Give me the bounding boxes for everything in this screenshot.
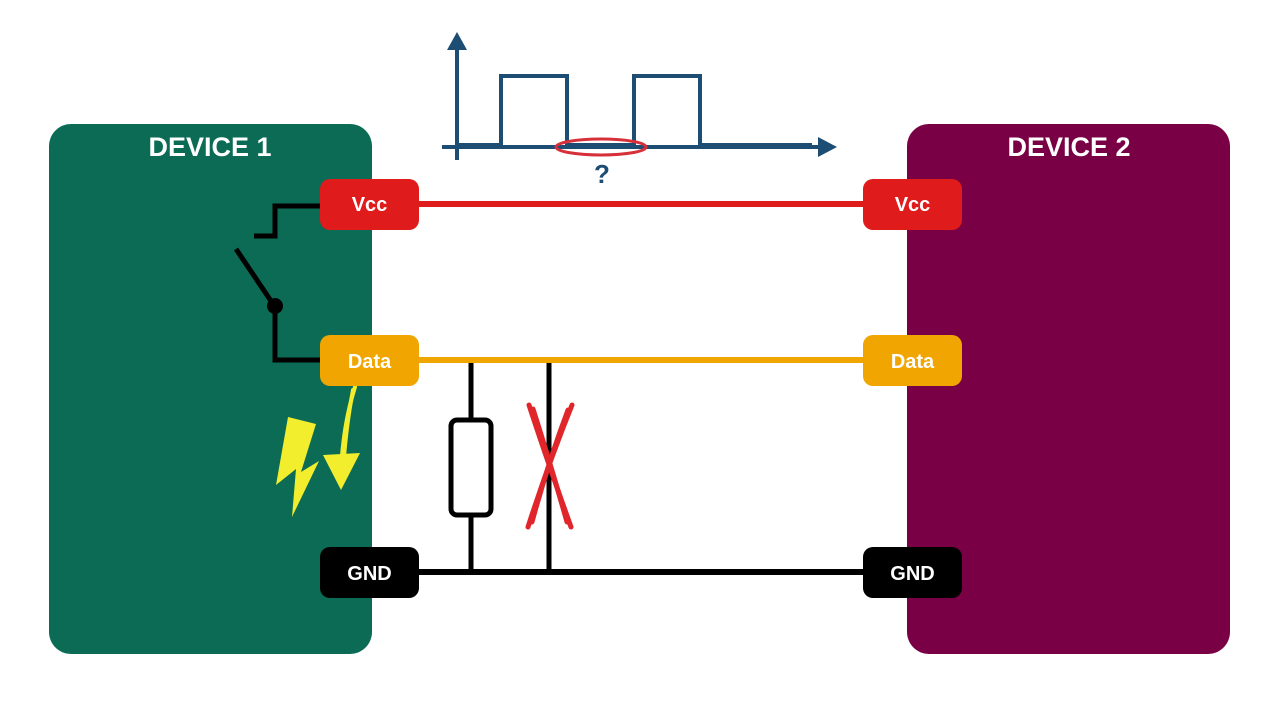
square-wave xyxy=(457,74,812,147)
lightning-icon xyxy=(276,417,319,517)
device-2-gnd-pin: GND xyxy=(863,547,962,598)
vcc-pin-label: Vcc xyxy=(895,194,931,216)
vcc-pin-label: Vcc xyxy=(352,194,388,216)
signal-plot: ? xyxy=(442,32,837,189)
device-2-vcc-pin: Vcc xyxy=(863,179,962,230)
device-1-vcc-pin: Vcc xyxy=(320,179,419,230)
resistor-icon xyxy=(448,363,494,572)
device-2-title: DEVICE 2 xyxy=(1007,132,1130,162)
cross-icon xyxy=(525,402,575,530)
device-1-title: DEVICE 1 xyxy=(148,132,271,162)
device-2-box xyxy=(907,124,1230,654)
device-1-box xyxy=(49,124,372,654)
gnd-pin-label: GND xyxy=(347,563,391,585)
data-pin-label: Data xyxy=(891,351,935,373)
gnd-pin-label: GND xyxy=(890,563,934,585)
undefined-state-highlight xyxy=(554,137,648,157)
switch-pivot xyxy=(267,298,283,314)
device-1-data-pin: Data xyxy=(320,335,419,386)
question-mark: ? xyxy=(594,159,610,189)
device-1-gnd-pin: GND xyxy=(320,547,419,598)
device-2-data-pin: Data xyxy=(863,335,962,386)
data-pin-label: Data xyxy=(348,351,392,373)
y-axis-arrow xyxy=(447,32,467,50)
x-axis-arrow xyxy=(818,137,837,157)
arrow-head xyxy=(323,453,360,490)
switch-icon xyxy=(233,203,322,363)
